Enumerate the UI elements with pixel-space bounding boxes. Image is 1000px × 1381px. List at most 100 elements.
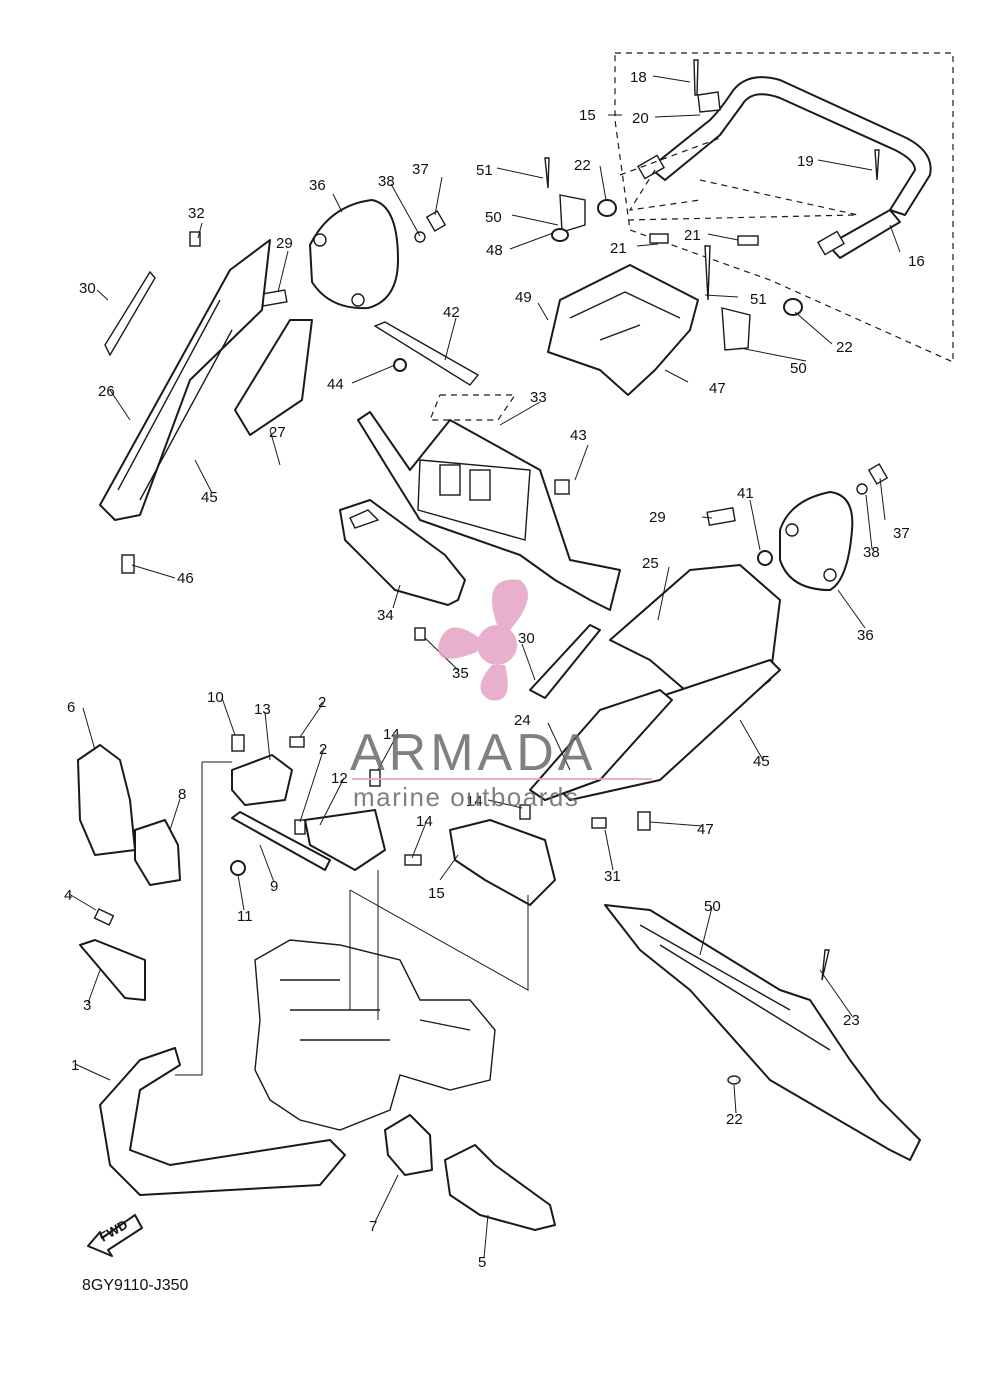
part-bolt-21-right[interactable] (737, 235, 759, 246)
callout-43: 45 (753, 753, 770, 770)
part-side-cover-27-44[interactable] (99, 239, 271, 521)
part-grip-end-right[interactable] (783, 298, 803, 316)
part-rivet-51-left[interactable] (544, 157, 550, 189)
callout-15: 15 (428, 885, 445, 902)
callout-23: 22 (726, 1111, 743, 1128)
callout-8: 8 (178, 786, 186, 803)
part-mirror-housing-left[interactable] (309, 199, 399, 310)
part-washer-38-right[interactable] (856, 483, 868, 495)
callout-51b: 51 (750, 291, 767, 308)
part-bracket-3[interactable] (79, 939, 146, 1001)
callout-37a: 37 (412, 161, 429, 178)
part-inner-panel-33[interactable] (357, 411, 621, 611)
callout-41: 43 (570, 427, 587, 444)
part-bolt-2b[interactable] (294, 819, 306, 835)
part-bolt-37-left[interactable] (425, 210, 447, 232)
callout-40: 42 (443, 304, 460, 321)
callout-38a: 38 (378, 173, 395, 190)
callout-33: 33 (530, 389, 547, 406)
callout-16: 14 (466, 793, 483, 810)
part-rivet-51-right[interactable] (704, 245, 711, 301)
callout-6: 6 (67, 699, 75, 716)
callout-14b: 14 (416, 813, 433, 830)
part-bracket-7[interactable] (384, 1114, 433, 1176)
callout-49: 50 (704, 898, 721, 915)
part-mesh-panel-34[interactable] (339, 499, 466, 606)
callout-36b: 36 (857, 627, 874, 644)
callout-24: 23 (843, 1012, 860, 1029)
callout-37b: 37 (893, 525, 910, 542)
part-stay-9[interactable] (231, 811, 331, 871)
callout-18: 16 (908, 253, 925, 270)
part-bolt-10[interactable] (231, 734, 245, 752)
part-screw-31[interactable] (591, 817, 607, 829)
part-bracket-12[interactable] (304, 809, 386, 871)
callout-14a: 14 (383, 726, 400, 743)
callout-45b: 47 (697, 821, 714, 838)
part-bracket-20[interactable] (697, 91, 721, 113)
callout-27: 26 (98, 383, 115, 400)
part-rivet-19-top[interactable] (693, 59, 699, 96)
callout-39: 41 (737, 485, 754, 502)
part-rod-30-right[interactable] (529, 624, 601, 699)
part-decal-30-left[interactable] (104, 270, 156, 357)
part-lower-fairing-49[interactable] (604, 904, 921, 1161)
callout-48: 49 (515, 289, 532, 306)
part-panel-25[interactable] (529, 689, 673, 801)
watermark-tagline: marine outboards (353, 782, 579, 812)
part-screw-35[interactable] (414, 627, 426, 641)
part-nut-42[interactable] (393, 358, 407, 372)
part-cover-6[interactable] (77, 744, 136, 856)
part-bolt-45-right[interactable] (637, 811, 651, 831)
part-bolt-37-right[interactable] (867, 463, 889, 485)
callout-2a: 2 (318, 694, 326, 711)
part-screw-41[interactable] (554, 479, 570, 495)
part-nut-11[interactable] (230, 860, 246, 876)
callout-50a: 50 (485, 209, 502, 226)
part-mirror-housing-right[interactable] (779, 491, 854, 591)
part-rivet-24[interactable] (821, 949, 830, 981)
part-frame-assembly (254, 939, 496, 1131)
part-bolt-2a[interactable] (289, 736, 305, 748)
part-nut-39[interactable] (757, 550, 773, 566)
part-bolt-4[interactable] (93, 908, 115, 926)
part-bracket-50-right[interactable] (721, 307, 751, 351)
callout-38b: 38 (863, 544, 880, 561)
part-washer-38-left[interactable] (414, 231, 426, 243)
callout-21b: 21 (684, 227, 701, 244)
callout-11: 11 (237, 908, 253, 925)
callout-25: 24 (514, 712, 531, 729)
part-screw-32[interactable] (189, 231, 201, 247)
part-cover-48-46[interactable] (547, 264, 699, 396)
part-bolt-21-left[interactable] (649, 233, 669, 244)
callout-30b: 30 (518, 630, 535, 647)
watermark: ARMADA marine outboards (350, 579, 652, 812)
part-bracket-50-left[interactable] (559, 194, 586, 233)
part-screw-16[interactable] (519, 804, 531, 820)
part-cover-15[interactable] (449, 819, 556, 906)
part-cushion-29-right[interactable] (706, 507, 736, 526)
part-bracket-40[interactable] (373, 321, 480, 386)
handlebar-assembly-boundary (614, 52, 954, 363)
callout-45a: 46 (177, 570, 194, 587)
part-fastener-47[interactable] (551, 228, 569, 242)
callout-50b: 50 (790, 360, 807, 377)
callout-46: 47 (709, 380, 726, 397)
part-rivet-19-right[interactable] (874, 149, 880, 181)
callout-9: 9 (270, 878, 278, 895)
part-brace-1[interactable] (99, 1047, 346, 1196)
part-side-panel-28[interactable] (234, 319, 313, 436)
part-bracket-8[interactable] (134, 819, 181, 886)
part-grip-end-left[interactable] (597, 199, 617, 217)
part-bracket-13[interactable] (231, 754, 293, 806)
part-handlebar[interactable] (637, 76, 932, 259)
callout-26: 25 (642, 555, 659, 572)
part-bolt-45-left[interactable] (121, 554, 135, 574)
callout-17: 15 (579, 107, 596, 124)
callout-32: 32 (188, 205, 205, 222)
watermark-propeller-logo (438, 579, 528, 701)
callout-36a: 36 (309, 177, 326, 194)
callout-19b: 19 (797, 153, 814, 170)
part-boot-5[interactable] (444, 1144, 556, 1231)
part-grommet-23[interactable] (727, 1075, 741, 1085)
